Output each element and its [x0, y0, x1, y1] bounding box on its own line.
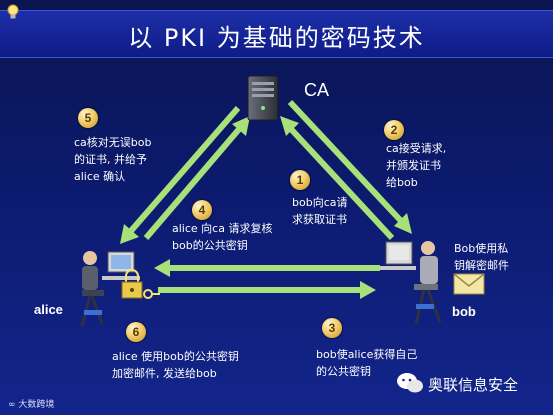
- step-6-badge: 6: [126, 322, 146, 342]
- lock-icon: [121, 269, 143, 299]
- step-2-line-3: 给bob: [386, 176, 418, 189]
- step-5-line-1: ca核对无误bob: [74, 136, 152, 149]
- step-1-text: bob向ca请 求获取证书: [292, 194, 347, 228]
- server-icon: [247, 75, 279, 121]
- bob-label: bob: [452, 304, 476, 319]
- step-4-line-1: alice 向ca 请求复核: [172, 222, 273, 235]
- bob-note-line-2: 钥解密邮件: [454, 259, 509, 272]
- bob-note-line-1: Bob使用私: [454, 242, 509, 255]
- wechat-icon: [397, 373, 423, 393]
- step-6-text: alice 使用bob的公共密钥 加密邮件, 发送给bob: [112, 348, 239, 382]
- alice-label: alice: [34, 302, 63, 317]
- arrow-alice-to-bob: [158, 281, 376, 299]
- step-4-text: alice 向ca 请求复核 bob的公共密钥: [172, 220, 272, 254]
- watermark-text: 奥联信息安全: [428, 376, 519, 394]
- step-5-line-2: 的证书, 并给予: [74, 153, 147, 166]
- title-bar: [0, 10, 553, 58]
- step-6-line-2: 加密邮件, 发送给bob: [112, 367, 217, 380]
- step-3-line-1: bob使alice获得自己: [316, 348, 418, 361]
- ca-label: CA: [304, 80, 330, 100]
- step-5-text: ca核对无误bob 的证书, 并给予 alice 确认: [74, 134, 151, 185]
- step-2-line-1: ca接受请求,: [386, 142, 447, 155]
- step-1-line-1: bob向ca请: [292, 196, 348, 209]
- arrow-bob-to-ca: [280, 116, 395, 241]
- step-3-line-2: 的公共密钥: [316, 365, 371, 378]
- step-6-line-1: alice 使用bob的公共密钥: [112, 350, 239, 363]
- step-5-badge: 5: [78, 108, 98, 128]
- step-3-text: bob使alice获得自己 的公共密钥: [316, 346, 417, 380]
- step-5-line-3: alice 确认: [74, 170, 126, 183]
- page-title: 以 PKI 为基础的密码技术: [128, 24, 425, 52]
- arrow-ca-to-bob: [287, 99, 412, 234]
- step-4-line-2: bob的公共密钥: [172, 239, 248, 252]
- bob-workstation-icon: [380, 241, 442, 325]
- step-1-badge: 1: [290, 170, 310, 190]
- step-2-line-2: 并颁发证书: [386, 159, 441, 172]
- step-2-badge: 2: [384, 120, 404, 140]
- envelope-icon: [453, 273, 485, 295]
- arrow-ca-to-alice: [120, 106, 241, 244]
- step-4-badge: 4: [192, 200, 212, 220]
- lightbulb-icon: [7, 4, 19, 19]
- alice-workstation-icon: [80, 251, 140, 327]
- corner-logo-mark: ∞: [8, 400, 19, 410]
- step-1-line-2: 求获取证书: [292, 213, 347, 226]
- corner-logo: ∞ 大数跨境: [8, 397, 54, 410]
- bob-decrypt-note: Bob使用私 钥解密邮件: [454, 240, 509, 274]
- corner-logo-text: 大数跨境: [18, 400, 55, 410]
- key-icon: [143, 289, 160, 299]
- arrow-alice-to-ca: [143, 116, 250, 240]
- arrow-bob-to-alice: [154, 259, 380, 277]
- step-3-badge: 3: [322, 318, 342, 338]
- step-2-text: ca接受请求, 并颁发证书 给bob: [386, 140, 446, 191]
